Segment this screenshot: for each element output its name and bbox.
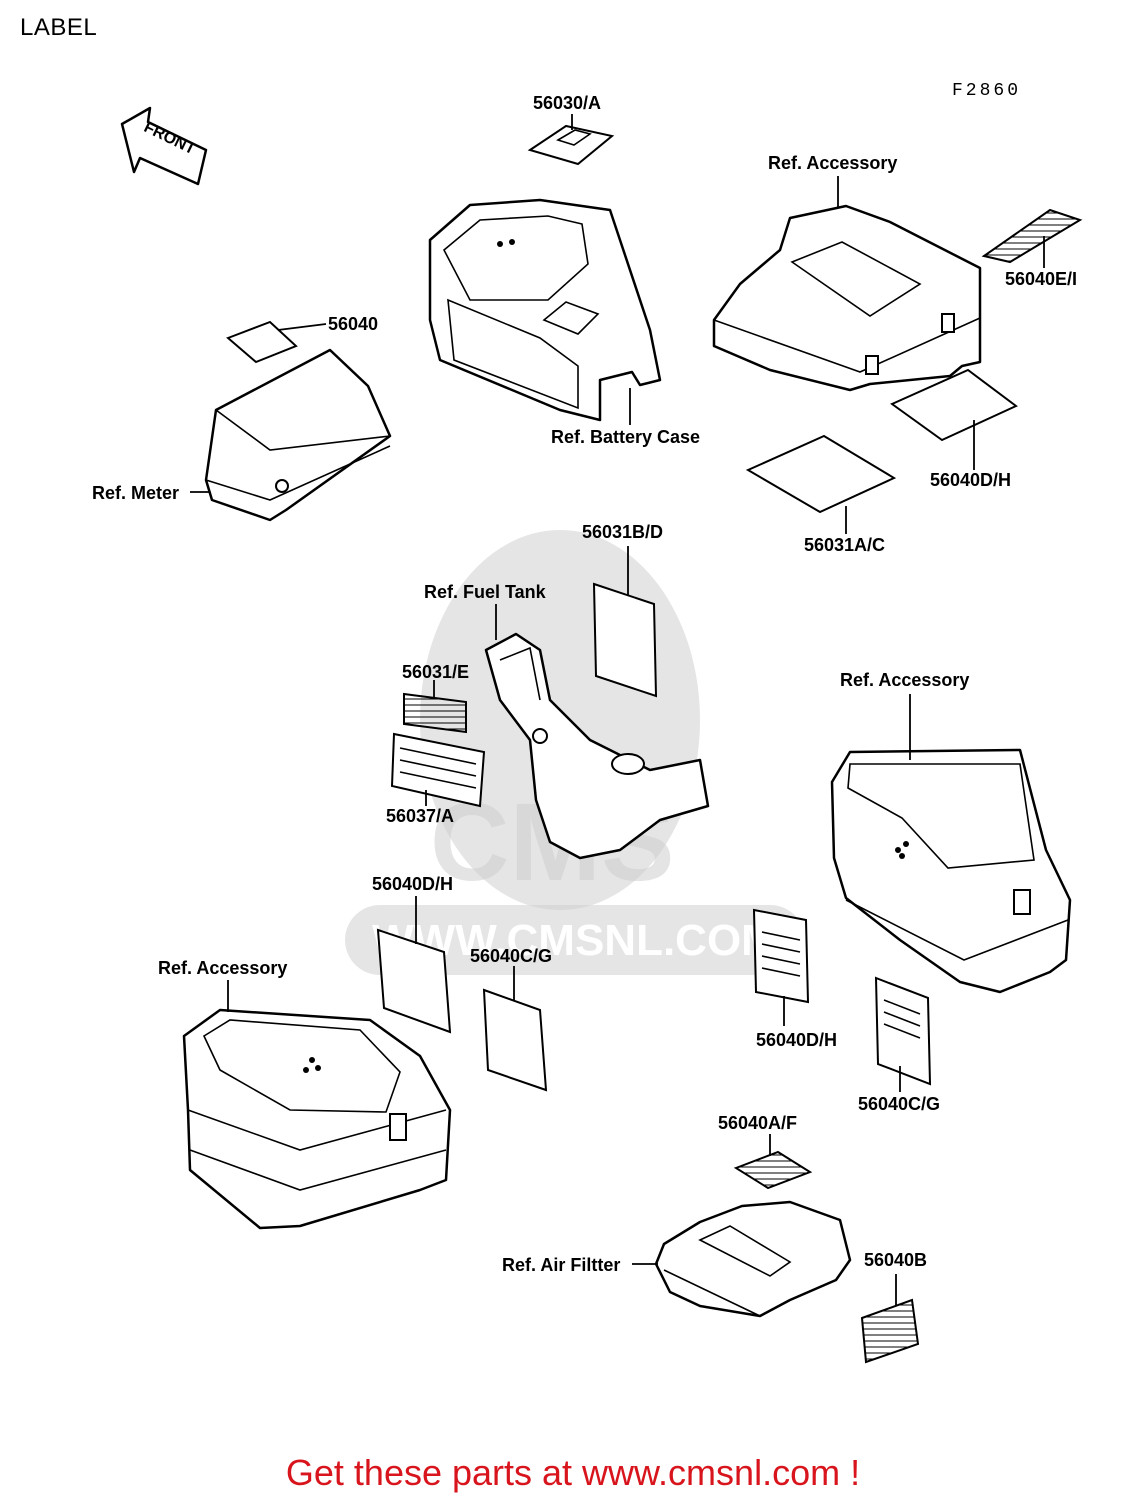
label-56037a: 56037/A	[386, 732, 486, 826]
battery-case: Ref. Battery Case	[428, 198, 700, 447]
label-56031ac: 56031A/C	[745, 434, 897, 555]
page-title: LABEL	[20, 14, 98, 41]
callout-ref-air-filter: Ref. Air Filtter	[502, 1255, 620, 1275]
label-56031bd: 56031B/D	[582, 522, 663, 698]
callout-56040af: 56040A/F	[718, 1113, 797, 1133]
label-56040dh-mid: 56040D/H	[372, 874, 453, 1034]
figure-code: F2860	[952, 81, 1021, 101]
callout-56031bd: 56031B/D	[582, 522, 663, 542]
air-filter: Ref. Air Filtter	[502, 1200, 852, 1318]
label-56040cg-mid: 56040C/G	[470, 946, 552, 1092]
callout-ref-accessory-top: Ref. Accessory	[768, 153, 897, 173]
accessory-right: Ref. Accessory	[830, 670, 1072, 994]
callout-56040dh-mid: 56040D/H	[372, 874, 453, 894]
fuel-tank: Ref. Fuel Tank	[424, 582, 710, 860]
callout-56040cg-right: 56040C/G	[858, 1094, 940, 1114]
callout-56031ac: 56031A/C	[804, 535, 885, 555]
label-56040: 56040	[226, 314, 378, 364]
label-56040dh-right: 56040D/H	[890, 368, 1018, 490]
callout-ref-accessory-left: Ref. Accessory	[158, 958, 287, 978]
label-56030a: 56030/A	[527, 93, 615, 166]
callout-56030a: 56030/A	[533, 93, 601, 113]
callout-56040: 56040	[328, 314, 378, 334]
front-arrow-icon: FRONT	[120, 106, 208, 186]
shop-link[interactable]: Get these parts at www.cmsnl.com !	[285, 1452, 861, 1493]
callout-56040b: 56040B	[864, 1250, 927, 1270]
callout-56031e: 56031/E	[402, 662, 469, 682]
callout-56040cg-mid: 56040C/G	[470, 946, 552, 966]
label-56040b: 56040B	[860, 1250, 927, 1364]
label-56040cg-right: 56040C/G	[858, 976, 940, 1114]
callout-56037a: 56037/A	[386, 806, 454, 826]
label-56040ei: 56040E/I	[981, 208, 1083, 289]
callout-ref-accessory-right: Ref. Accessory	[840, 670, 969, 690]
label-56040dh-lower: 56040D/H	[752, 908, 837, 1050]
callout-56040ei: 56040E/I	[1005, 269, 1077, 289]
label-56031e: 56031/E	[402, 662, 469, 734]
callout-ref-meter: Ref. Meter	[92, 483, 179, 503]
callout-56040dh-right: 56040D/H	[930, 470, 1011, 490]
callout-ref-fuel-tank: Ref. Fuel Tank	[424, 582, 547, 602]
accessory-top: Ref. Accessory	[712, 153, 982, 392]
callout-56040dh-lower: 56040D/H	[756, 1030, 837, 1050]
accessory-left: Ref. Accessory	[158, 958, 452, 1230]
label-56040af: 56040A/F	[718, 1113, 813, 1190]
callout-battery-case: Ref. Battery Case	[551, 427, 700, 447]
meter-cover: Ref. Meter	[92, 348, 392, 522]
